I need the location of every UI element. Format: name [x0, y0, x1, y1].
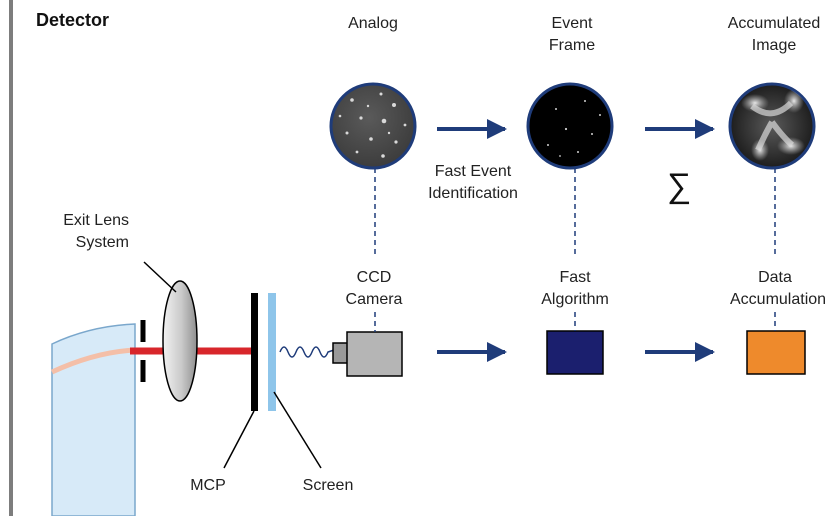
- sum-symbol: ∑: [667, 167, 692, 205]
- analog-image: [329, 82, 417, 170]
- exit-lens-shape: [162, 280, 198, 402]
- process-label-fast-event-line1: Fast Event: [434, 163, 512, 180]
- label-data-accumulation-line1: Data: [758, 269, 792, 286]
- accumulated-image: [728, 82, 816, 170]
- stage-label-accumulated-line1: Accumulated: [727, 15, 821, 32]
- data-accumulation-box: [746, 330, 806, 375]
- screen-plate: [268, 293, 276, 411]
- mcp-pointer: [223, 410, 255, 469]
- event-frame-image: [526, 82, 614, 170]
- stage-label-event-frame-line2: Frame: [548, 37, 596, 54]
- stage-label-event-frame-line1: Event: [551, 15, 593, 32]
- screen-pointer: [273, 391, 322, 469]
- exit-lens-pointer: [143, 261, 177, 293]
- label-screen: Screen: [302, 477, 354, 494]
- light-wave: [279, 346, 335, 358]
- stage-label-analog: Analog: [348, 15, 398, 32]
- label-exit-lens-line2: System: [75, 234, 129, 251]
- diagram-title: Detector: [36, 10, 110, 30]
- label-ccd-line2: Camera: [345, 291, 403, 308]
- label-ccd-line1: CCD: [356, 269, 392, 286]
- stage-label-accumulated-line2: Image: [751, 37, 797, 54]
- label-fast-algorithm-line2: Algorithm: [541, 291, 609, 308]
- label-fast-algorithm-line1: Fast: [559, 269, 591, 286]
- process-label-fast-event-line2: Identification: [428, 185, 518, 202]
- chamber-shape: [51, 323, 136, 516]
- ccd-camera-body: [346, 331, 403, 377]
- fast-algorithm-box: [546, 330, 604, 375]
- label-mcp: MCP: [190, 477, 226, 494]
- mcp-plate: [251, 293, 258, 411]
- ccd-camera-lens: [332, 342, 349, 364]
- label-exit-lens-line1: Exit Lens: [63, 212, 129, 229]
- label-data-accumulation-line2: Accumulation: [730, 291, 827, 308]
- pink-trajectory: [50, 347, 136, 375]
